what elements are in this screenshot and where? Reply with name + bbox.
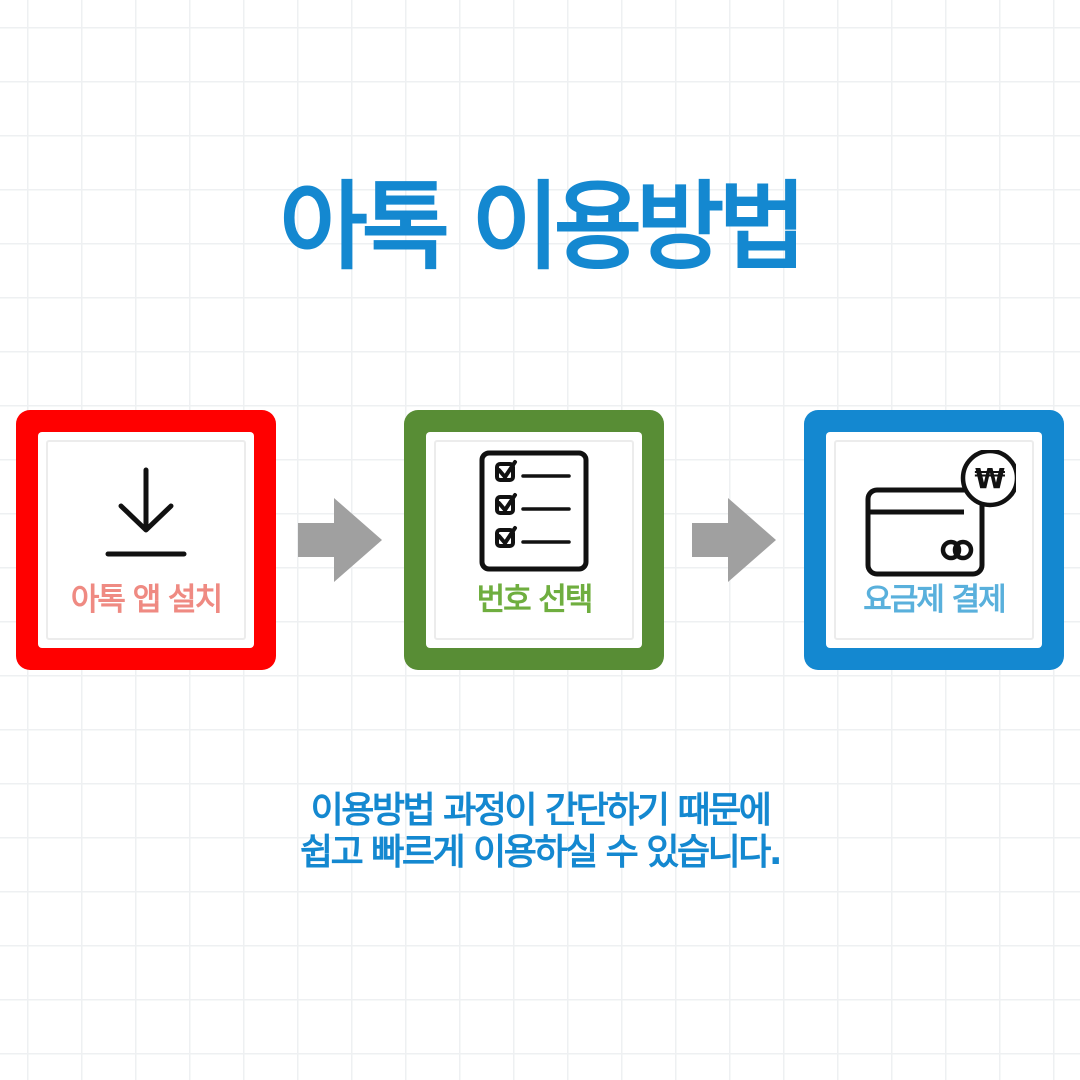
step-card-pay-plan: ₩ 요금제 결제 [804, 410, 1064, 670]
description-line-2: 쉽고 빠르게 이용하실 수 있습니다. [300, 832, 783, 874]
checklist-icon [479, 450, 589, 572]
step-label-pay-plan: 요금제 결제 [863, 582, 1006, 618]
arrow-right-icon [692, 498, 776, 582]
description-text: 이용방법 과정이 간단하기 때문에 쉽고 빠르게 이용하실 수 있습니다. [0, 790, 1080, 875]
step-card-select-number: 번호 선택 [404, 410, 664, 670]
step-card-inner: ₩ 요금제 결제 [826, 432, 1042, 648]
credit-card-won-icon: ₩ [865, 450, 1017, 577]
arrow-right-icon [298, 498, 382, 582]
won-symbol: ₩ [975, 462, 1006, 495]
step-card-inner: 번호 선택 [426, 432, 642, 648]
step-card-inner-frame [434, 440, 634, 640]
description-line-1: 이용방법 과정이 간단하기 때문에 [310, 790, 772, 831]
page-title: 아톡 이용방법 [279, 171, 806, 283]
step-card-inner-frame [46, 440, 246, 640]
step-card-inner: 아톡 앱 설치 [38, 432, 254, 648]
step-label-select-number: 번호 선택 [476, 582, 594, 618]
download-icon [105, 467, 187, 557]
step-card-install-app: 아톡 앱 설치 [16, 410, 276, 670]
step-card-inner-frame [834, 440, 1034, 640]
step-label-install-app: 아톡 앱 설치 [70, 582, 223, 618]
